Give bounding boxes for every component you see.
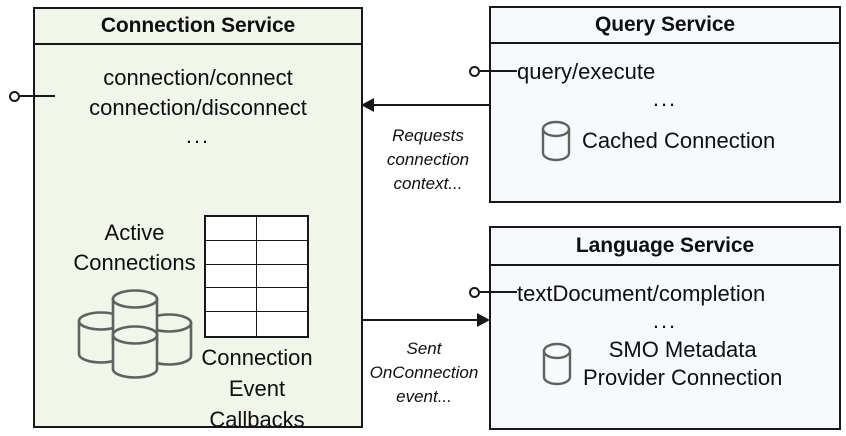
connection-service-component[interactable]: Connection Service connection/connect co… xyxy=(33,7,363,432)
lollipop-stem xyxy=(480,291,517,293)
label-line2: OnConnection xyxy=(369,363,479,382)
connection-service-title: Connection Service xyxy=(35,9,361,45)
connection-service-body: connection/connect connection/disconnect… xyxy=(35,45,361,432)
query-service-component[interactable]: Query Service query/execute ... Cached C… xyxy=(489,6,841,203)
label-line2: connection xyxy=(386,150,470,169)
database-cylinder-icon xyxy=(111,325,159,379)
smo-metadata-provider-resource: SMO Metadata Provider Connection xyxy=(541,336,782,392)
grid-cell xyxy=(256,312,307,336)
label-line1: Sent xyxy=(406,339,442,358)
connector-connection-to-language-label: Sent OnConnection event... xyxy=(358,337,490,409)
query-service-title: Query Service xyxy=(491,8,839,44)
active-connections-cylinder-cluster xyxy=(55,277,215,382)
grid-cell xyxy=(206,217,257,241)
connector-connection-to-language-line xyxy=(363,319,479,321)
query-service-body: query/execute ... Cached Connection xyxy=(491,44,839,201)
grid-cell xyxy=(206,312,257,336)
callbacks-label-line3: Callbacks xyxy=(209,407,305,432)
lollipop-interface-icon xyxy=(469,65,480,77)
lollipop-interface-icon xyxy=(469,286,480,298)
connection-service-provided-interface[interactable] xyxy=(9,86,55,106)
cached-connection-resource: Cached Connection xyxy=(540,118,775,164)
grid-cell xyxy=(256,264,307,289)
grid-cell xyxy=(206,240,257,265)
operation-textdocument-completion: textDocument/completion xyxy=(517,281,766,306)
connection-service-operations: connection/connect connection/disconnect… xyxy=(35,63,361,149)
query-service-ellipsis: ... xyxy=(652,86,678,111)
connection-event-callbacks-label: Connection Event Callbacks xyxy=(187,342,327,435)
lollipop-stem xyxy=(20,95,55,97)
connector-query-to-connection-label: Requests connection context... xyxy=(366,124,490,196)
lollipop-stem xyxy=(480,70,517,72)
query-service-provided-interface[interactable] xyxy=(469,61,517,81)
cached-connection-label: Cached Connection xyxy=(582,128,776,153)
connection-service-ellipsis: ... xyxy=(185,123,211,148)
grid-cell xyxy=(256,288,307,313)
smo-metadata-provider-label: SMO Metadata Provider Connection xyxy=(583,336,782,392)
label-line1: Requests xyxy=(392,126,464,145)
grid-cell xyxy=(206,288,257,313)
connector-query-to-connection-arrowhead xyxy=(361,98,374,112)
language-service-provided-interface[interactable] xyxy=(469,282,517,302)
active-connections-label-line2: Connections xyxy=(73,250,196,275)
smo-label-line2: Provider Connection xyxy=(583,365,783,390)
operation-query-execute: query/execute xyxy=(517,59,656,84)
label-line3: context... xyxy=(393,174,463,193)
connection-event-callbacks-grid[interactable] xyxy=(204,215,309,338)
grid-cell xyxy=(206,264,257,289)
active-connections-label-line1: Active xyxy=(104,220,165,245)
callbacks-label-line1: Connection xyxy=(201,345,313,370)
connector-query-to-connection-line xyxy=(372,104,490,106)
language-service-title: Language Service xyxy=(491,228,839,266)
database-cylinder-icon xyxy=(542,342,572,386)
lollipop-interface-icon xyxy=(9,90,20,102)
language-service-body: textDocument/completion ... SMO Metadata… xyxy=(491,266,839,428)
callbacks-label-line2: Event xyxy=(228,376,286,401)
grid-cell xyxy=(256,240,307,265)
grid-cell xyxy=(256,217,307,241)
connector-connection-to-language-arrowhead xyxy=(477,313,490,327)
operation-connection-disconnect: connection/disconnect xyxy=(89,95,307,120)
active-connections-label: Active Connections xyxy=(47,218,222,278)
language-service-ellipsis: ... xyxy=(652,308,678,333)
smo-label-line1: SMO Metadata xyxy=(608,337,757,362)
label-line3: event... xyxy=(396,387,452,406)
operation-connection-connect: connection/connect xyxy=(103,65,293,90)
database-cylinder-icon xyxy=(541,120,571,162)
language-service-component[interactable]: Language Service textDocument/completion… xyxy=(489,226,841,430)
